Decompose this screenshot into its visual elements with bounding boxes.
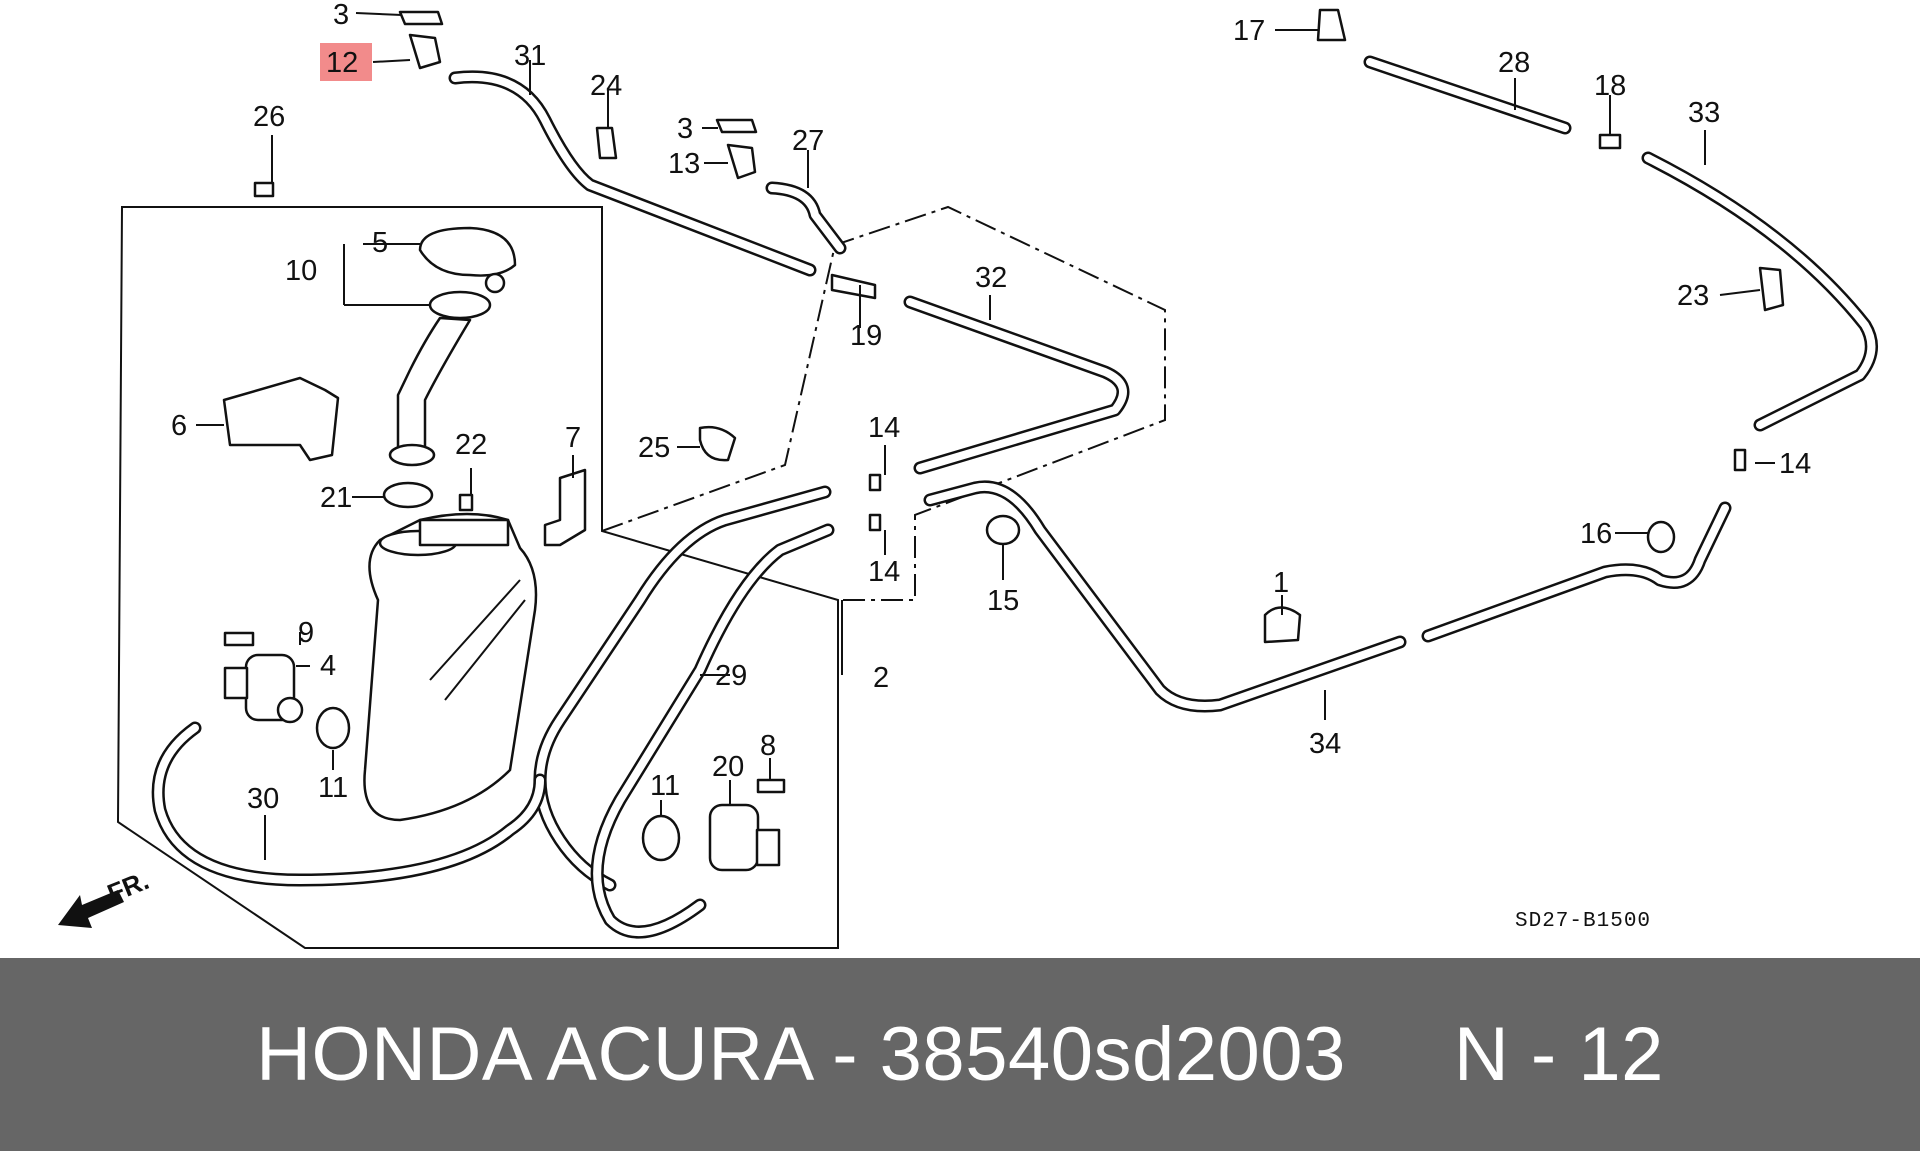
part-label: 5 <box>372 227 388 259</box>
pump-20 <box>708 778 786 872</box>
part-label: 3 <box>677 113 693 145</box>
part-label: 4 <box>320 650 336 682</box>
front-direction-arrow: FR. <box>58 865 153 928</box>
part-label: 15 <box>987 585 1019 617</box>
grommets <box>315 514 1676 862</box>
part-label: 10 <box>285 255 317 287</box>
part-label: 22 <box>455 429 487 461</box>
part-label: 3 <box>333 0 349 31</box>
pump-4 <box>223 631 304 724</box>
part-label: 32 <box>975 262 1007 294</box>
part-label: 13 <box>668 148 700 180</box>
part-labels: 3 12 31 24 3 13 27 26 5 10 6 22 21 7 19 … <box>171 0 1811 815</box>
part-number-caption: HONDA ACURA - 38540sd2003 N - 12 <box>256 1012 1664 1097</box>
part-label: 17 <box>1233 15 1265 47</box>
part-label: 11 <box>318 772 348 804</box>
hoses <box>151 55 1878 939</box>
part-label: 11 <box>650 770 680 802</box>
part-label: 6 <box>171 410 187 442</box>
highlight-box <box>320 43 372 81</box>
parts-diagram: FR. 3 12 31 24 3 13 27 26 5 10 6 22 21 7… <box>58 0 1878 949</box>
filler-neck <box>382 226 517 509</box>
part-label: 9 <box>298 617 314 649</box>
part-label: 21 <box>320 482 352 514</box>
part-label: 8 <box>760 730 776 762</box>
bracket-7 <box>543 468 587 547</box>
part-label: 33 <box>1688 97 1720 129</box>
part-label: 31 <box>514 40 546 72</box>
leader-lines <box>196 12 1775 860</box>
footer-bar: HONDA ACURA - 38540sd2003 N - 12 <box>0 958 1920 1151</box>
hose-group-outline <box>601 205 1166 601</box>
part-label: 28 <box>1498 47 1530 79</box>
bracket-6 <box>222 376 340 462</box>
part-label: 18 <box>1594 70 1626 102</box>
part-label: 1 <box>1273 567 1289 599</box>
part-label: 16 <box>1580 518 1612 550</box>
part-label: 27 <box>792 125 824 157</box>
part-label: 14 <box>868 556 900 588</box>
part-label: 30 <box>247 783 279 815</box>
washer-reservoir <box>363 512 538 822</box>
part-label: 19 <box>850 320 882 352</box>
part-label: 26 <box>253 101 285 133</box>
part-label: 14 <box>868 412 900 444</box>
part-label: 2 <box>873 662 889 694</box>
part-label: 24 <box>590 70 622 102</box>
part-label: 29 <box>715 660 747 692</box>
part-label-highlighted: 12 <box>326 47 358 79</box>
part-label: 34 <box>1309 728 1341 760</box>
part-label: 14 <box>1779 448 1811 480</box>
reservoir-group-outline <box>116 206 839 949</box>
part-label: 20 <box>712 751 744 783</box>
diagram-code: SD27-B1500 <box>1515 910 1651 933</box>
small-parts <box>253 8 1785 644</box>
part-label: 7 <box>565 422 581 454</box>
part-label: 25 <box>638 432 670 464</box>
part-label: 23 <box>1677 280 1709 312</box>
